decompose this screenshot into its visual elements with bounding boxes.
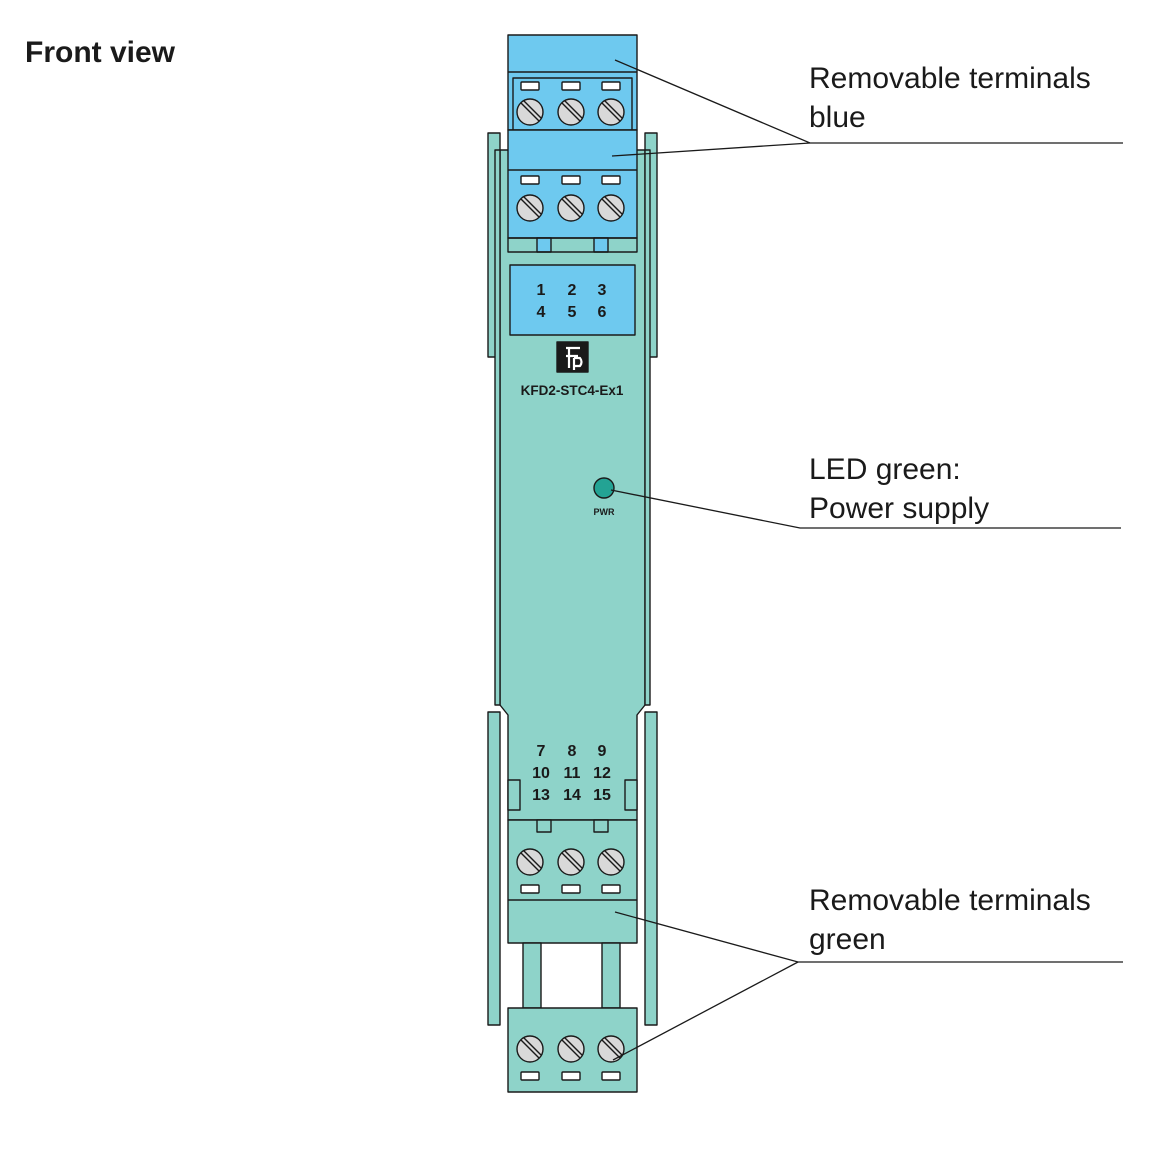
terminal-number: 11	[564, 765, 581, 782]
green-terminal-block-1	[507, 819, 638, 944]
green-terminal-slots-1	[520, 884, 621, 894]
pwr-led-icon	[593, 477, 615, 499]
leader-line-blue-1	[614, 59, 1123, 144]
top-terminal-label-area	[509, 264, 636, 336]
top-terminal-numbers: 1 2 3 4 5 6	[537, 282, 607, 321]
callout-green-terminals: Removable terminals green	[809, 881, 1091, 959]
callout-blue-line1: Removable terminals	[809, 62, 1091, 95]
terminal-number: 14	[563, 787, 581, 804]
green-connector-leg-left	[522, 942, 542, 1009]
right-latch-clip	[624, 779, 638, 811]
device-housing	[499, 149, 646, 821]
bottom-terminal-numbers: 7 8 9 10 11 12 13 14 15	[532, 743, 611, 804]
terminal-number: 4	[537, 304, 546, 321]
terminal-number: 6	[598, 304, 607, 321]
callout-green-line2: green	[809, 923, 886, 956]
terminal-number: 7	[537, 743, 546, 760]
terminal-number: 9	[598, 743, 607, 760]
terminal-number: 10	[532, 765, 550, 782]
leader-line-green-2	[612, 961, 799, 1061]
terminal-number: 12	[593, 765, 611, 782]
housing-edge-left	[494, 149, 501, 706]
callout-blue-line2: blue	[809, 101, 866, 134]
green-connector-leg-right	[601, 942, 621, 1009]
callout-green-line1: Removable terminals	[809, 884, 1091, 917]
callout-led-line1: LED green:	[809, 453, 961, 486]
terminal-number: 13	[532, 787, 550, 804]
green-terminal-screws-1	[516, 848, 625, 876]
left-latch-clip	[507, 779, 521, 811]
terminal-number: 5	[568, 304, 577, 321]
pwr-led-label: PWR	[594, 507, 615, 517]
blue-terminal-slots-1	[520, 81, 621, 91]
leader-line-green-1	[614, 911, 1123, 963]
leader-lines	[610, 59, 1123, 1061]
leader-line-blue-2	[611, 142, 811, 157]
blue-terminal-screws-2	[516, 194, 625, 222]
page-title: Front view	[25, 36, 176, 69]
green-terminal-slots-2	[520, 1071, 621, 1081]
model-number: KFD2-STC4-Ex1	[521, 383, 624, 398]
housing-edge-right	[644, 149, 651, 706]
leader-line-led	[610, 489, 1121, 529]
terminal-number: 15	[593, 787, 611, 804]
terminal-number: 1	[537, 282, 546, 299]
right-lower-rail	[644, 711, 658, 1026]
terminal-number: 3	[598, 282, 607, 299]
terminal-number: 2	[568, 282, 577, 299]
callout-led: LED green: Power supply	[809, 450, 989, 528]
blue-terminal-tabs	[507, 237, 638, 253]
logo-glyph-icon	[566, 346, 583, 370]
green-terminal-tabs	[536, 819, 609, 833]
green-terminal-screws-2	[516, 1035, 625, 1063]
terminal-number: 8	[568, 743, 577, 760]
callout-blue-terminals: Removable terminals blue	[809, 59, 1091, 137]
left-lower-rail	[487, 711, 501, 1026]
blue-terminal-screws-1	[516, 98, 625, 126]
callout-led-line2: Power supply	[809, 492, 990, 525]
blue-terminal-slots-2	[520, 175, 621, 185]
